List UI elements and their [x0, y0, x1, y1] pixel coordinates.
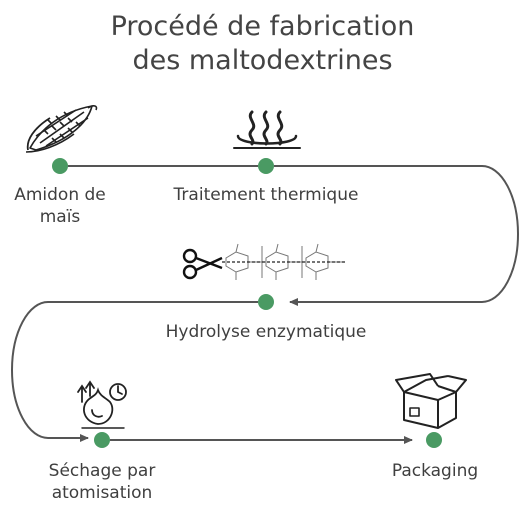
title-line-1: Procédé de fabrication — [110, 11, 415, 42]
step-node-amidon — [52, 158, 68, 174]
step-label-traitement: Traitement thermique — [173, 185, 359, 205]
spray-drying-icon — [77, 380, 127, 429]
scissors-molecule-icon — [182, 243, 346, 280]
step-node-hydrolyse — [258, 294, 274, 310]
title-line-2: des maltodextrines — [132, 45, 393, 76]
step-label-sechage: Séchage par atomisation — [48, 461, 156, 503]
step-label-hydrolyse: Hydrolyse enzymatique — [165, 322, 367, 342]
step-node-sechage — [94, 432, 110, 448]
open-box-icon — [395, 373, 467, 429]
step-node-packaging — [426, 432, 442, 448]
diagram-title: Procédé de fabrication des maltodextrine… — [0, 10, 525, 78]
heat-steam-icon — [233, 110, 301, 149]
step-node-traitement — [258, 158, 274, 174]
step-label-amidon: Amidon de maïs — [14, 185, 106, 227]
step-label-packaging: Packaging — [391, 461, 479, 481]
connector-3-4 — [11, 301, 258, 442]
connector-2-3 — [274, 165, 519, 306]
corn-icon — [25, 105, 98, 153]
